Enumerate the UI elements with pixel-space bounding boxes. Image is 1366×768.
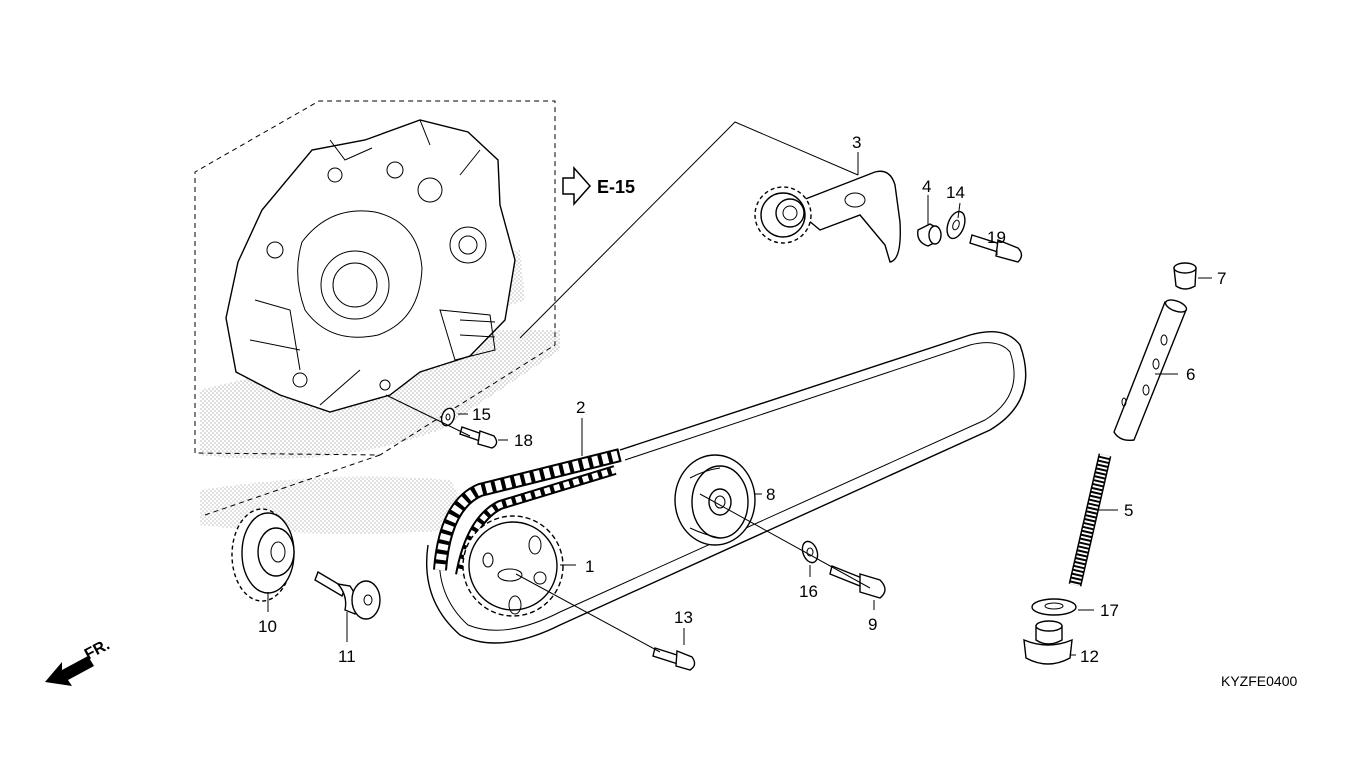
hollow-arrow-icon (562, 166, 592, 206)
callout-12: 12 (1080, 647, 1099, 666)
callout-16: 16 (799, 582, 818, 601)
drive-gear (231, 508, 295, 602)
callout-11: 11 (338, 647, 356, 666)
callout-19: 19 (987, 228, 1006, 247)
callout-6: 6 (1186, 365, 1195, 384)
spring (1068, 453, 1112, 587)
callout-5: 5 (1124, 501, 1133, 520)
callout-2: 2 (576, 398, 585, 417)
callout-17: 17 (1100, 601, 1119, 620)
callout-3: 3 (852, 133, 861, 152)
lifter-pipe (1113, 299, 1188, 442)
crankcase-reference (225, 119, 516, 413)
leader-lines (267, 152, 1212, 656)
reference-label: E-15 (597, 177, 635, 197)
bolt-18 (459, 426, 498, 449)
callout-13: 13 (674, 608, 693, 627)
callout-18: 18 (514, 431, 533, 450)
washer-17 (1031, 598, 1077, 616)
washer-14 (946, 210, 966, 240)
cam-sprocket (462, 515, 564, 617)
reference-arrow: E-15 (562, 166, 635, 206)
cap (1173, 262, 1197, 290)
diagram-code: KYZFE0400 (1221, 673, 1297, 689)
tensioner-arm (754, 170, 901, 263)
callout-4: 4 (922, 177, 931, 196)
callout-15: 15 (472, 405, 491, 424)
callout-10: 10 (258, 617, 277, 636)
guide-roller (674, 454, 756, 546)
front-direction: FR. (45, 636, 113, 686)
callout-14: 14 (946, 183, 965, 202)
callout-7: 7 (1217, 269, 1226, 288)
callout-8: 8 (766, 485, 775, 504)
collar (917, 223, 942, 247)
washer-15 (440, 407, 456, 427)
bolt-13 (652, 647, 696, 671)
tensioner-sprocket (754, 186, 812, 244)
callout-1: 1 (585, 557, 594, 576)
bolt-9 (829, 565, 886, 599)
crankcase-to-tensioner-leader (519, 121, 859, 339)
callout-9: 9 (868, 615, 877, 634)
crankcase-callout-frame (194, 100, 556, 516)
front-arrow-icon (45, 656, 94, 686)
bolt-19 (969, 234, 1023, 263)
sealing-bolt (1023, 620, 1073, 665)
shaft-bolt (314, 570, 381, 620)
callout-labels: 1 2 3 4 5 6 7 8 9 10 11 12 13 14 15 16 1… (258, 133, 1226, 666)
washer-16 (801, 540, 819, 564)
